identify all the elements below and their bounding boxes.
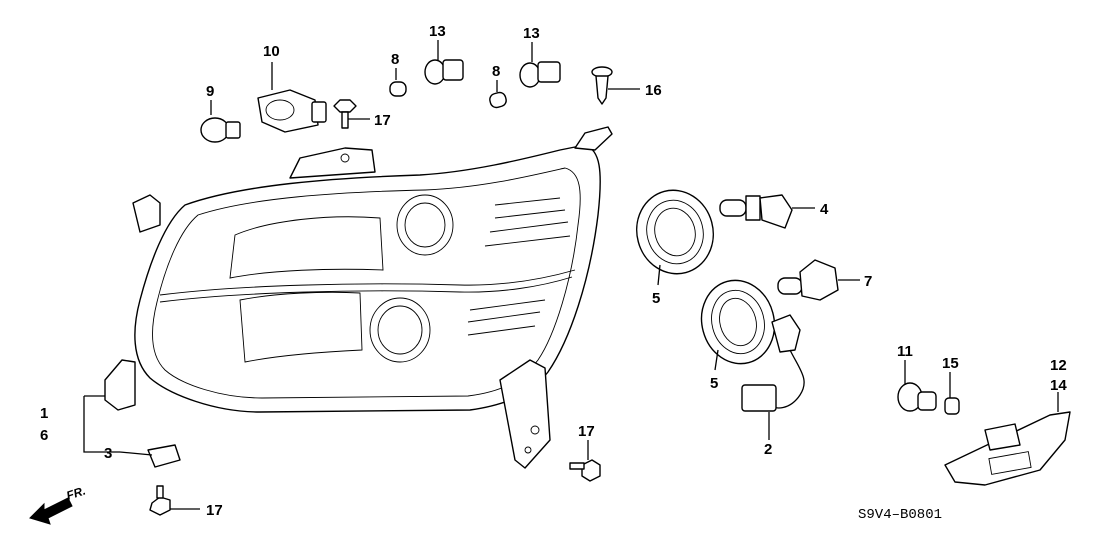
harness-2 (741, 314, 805, 412)
bulb-8-left (389, 81, 407, 97)
socket-11 (897, 382, 937, 412)
callout-17-upper: 17 (374, 112, 391, 129)
callout-5-lower: 5 (710, 375, 718, 392)
socket-10 (257, 89, 327, 133)
callout-1: 1 (40, 405, 48, 422)
leader-lines (83, 40, 1059, 510)
callout-13-left: 13 (429, 23, 446, 40)
screw-17-upper (333, 99, 357, 129)
socket-13-left (424, 59, 464, 85)
callout-14: 14 (1050, 377, 1067, 394)
callout-17-lower: 17 (206, 502, 223, 519)
drawing-code: S9V4–B0801 (858, 507, 942, 523)
callouts: 10 9 17 8 13 8 13 16 4 7 5 5 2 11 15 12 … (40, 23, 1067, 519)
bulb-7 (777, 259, 839, 301)
callout-8-left: 8 (391, 51, 399, 68)
callout-2: 2 (764, 441, 772, 458)
callout-16: 16 (645, 82, 662, 99)
bulb-9 (200, 117, 241, 143)
bulb-8-right (489, 91, 507, 109)
callout-3: 3 (104, 445, 112, 462)
bulb-15 (944, 397, 960, 415)
seal-5-upper (636, 189, 714, 275)
socket-13-right (519, 61, 561, 88)
screw-17-right (569, 459, 601, 482)
callout-7: 7 (864, 273, 872, 290)
clip-16 (591, 66, 613, 105)
front-direction-arrow: FR. (29, 484, 88, 525)
bulb-4 (719, 194, 793, 229)
callout-15: 15 (942, 355, 959, 372)
callout-17-right: 17 (578, 423, 595, 440)
callout-13-right: 13 (523, 25, 540, 42)
clip-3 (147, 444, 181, 468)
side-marker-12-14 (944, 411, 1071, 486)
callout-8-right: 8 (492, 63, 500, 80)
callout-4: 4 (820, 201, 829, 218)
seal-5-lower (700, 279, 776, 365)
front-label: FR. (65, 484, 88, 503)
callout-12: 12 (1050, 357, 1067, 374)
callout-10: 10 (263, 43, 280, 60)
callout-5-upper: 5 (652, 290, 660, 307)
callout-6: 6 (40, 427, 48, 444)
headlight-assembly (104, 126, 613, 469)
callout-11: 11 (897, 343, 913, 360)
screw-17-lower (149, 485, 171, 516)
callout-9: 9 (206, 83, 214, 100)
